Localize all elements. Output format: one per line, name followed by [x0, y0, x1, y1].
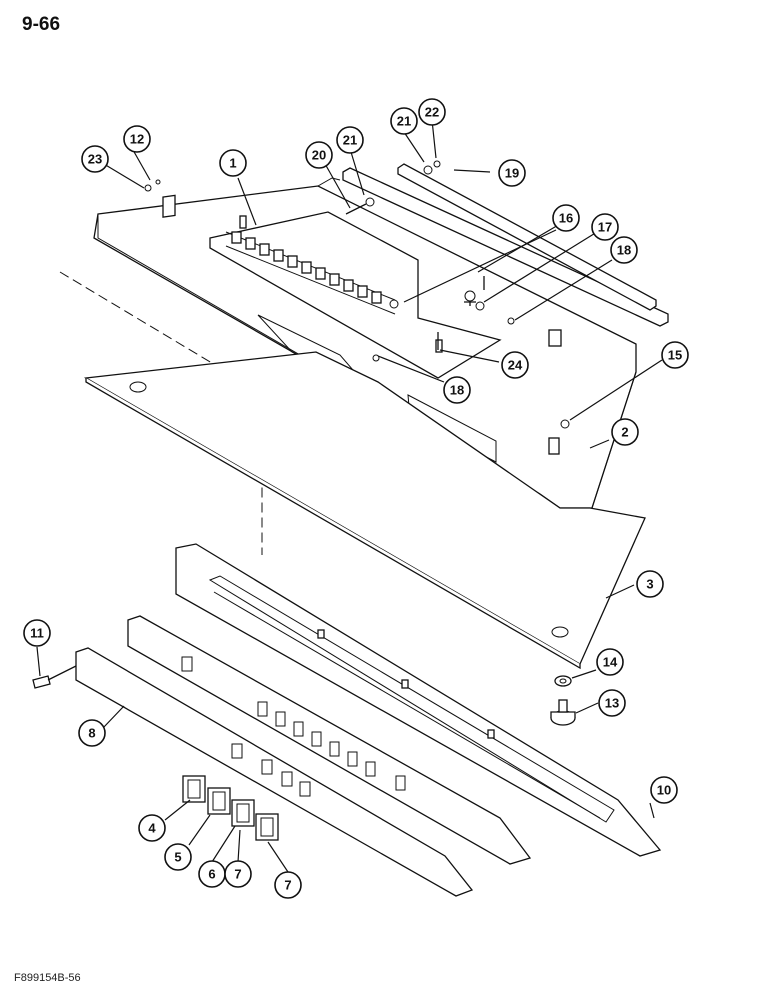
- panel-cutouts: [181, 656, 406, 797]
- callout-1: 1: [219, 149, 247, 177]
- svg-text:16: 16: [559, 211, 573, 226]
- callout-21b: 21: [390, 107, 418, 135]
- switch-5: [207, 787, 231, 815]
- svg-text:11: 11: [30, 626, 44, 641]
- svg-text:24: 24: [508, 358, 523, 373]
- callout-12: 12: [123, 125, 151, 153]
- floor-mat: [83, 351, 646, 670]
- callout-10: 10: [650, 776, 678, 804]
- svg-text:13: 13: [605, 696, 619, 711]
- callout-17: 17: [591, 213, 619, 241]
- callout-20: 20: [305, 141, 333, 169]
- svg-text:18: 18: [450, 383, 464, 398]
- callout-5: 5: [164, 843, 192, 871]
- svg-text:8: 8: [88, 726, 95, 741]
- callout-11: 11: [23, 619, 51, 647]
- callout-4: 4: [138, 814, 166, 842]
- callout-16: 16: [552, 204, 580, 232]
- svg-text:6: 6: [208, 867, 215, 882]
- callout-2: 2: [611, 418, 639, 446]
- callouts: 1 2 3 4 5 6 7 7 8 10 11 12 13 14 15 16 1…: [23, 98, 689, 899]
- svg-text:17: 17: [598, 220, 612, 235]
- svg-text:23: 23: [88, 152, 102, 167]
- svg-text:10: 10: [657, 783, 671, 798]
- callout-18a: 18: [610, 236, 638, 264]
- svg-text:12: 12: [130, 132, 144, 147]
- svg-text:4: 4: [148, 821, 156, 836]
- svg-text:21: 21: [343, 133, 357, 148]
- callout-7a: 7: [224, 860, 252, 888]
- callout-7b: 7: [274, 871, 302, 899]
- svg-text:20: 20: [312, 148, 326, 163]
- callout-8: 8: [78, 719, 106, 747]
- svg-text:14: 14: [603, 655, 618, 670]
- svg-text:2: 2: [621, 425, 628, 440]
- switch-6: [231, 799, 255, 827]
- switch-rack: [225, 215, 443, 353]
- callout-13: 13: [598, 689, 626, 717]
- lower-hardware: [32, 665, 576, 726]
- callout-6: 6: [198, 860, 226, 888]
- switch-4: [182, 775, 206, 803]
- callout-18b: 18: [443, 376, 471, 404]
- callout-24: 24: [501, 351, 529, 379]
- top-bracket: [342, 163, 669, 327]
- svg-text:3: 3: [646, 577, 653, 592]
- svg-text:7: 7: [234, 867, 241, 882]
- svg-text:21: 21: [397, 114, 411, 129]
- trim-bezel: [175, 543, 662, 857]
- switch-7: [255, 813, 279, 841]
- callout-15: 15: [661, 341, 689, 369]
- callout-19: 19: [498, 159, 526, 187]
- svg-text:7: 7: [284, 878, 291, 893]
- svg-text:22: 22: [425, 105, 439, 120]
- switch-panel: [75, 615, 532, 897]
- callout-3: 3: [636, 570, 664, 598]
- svg-text:1: 1: [229, 156, 236, 171]
- page-number: 9-66: [22, 14, 61, 35]
- hardware: [144, 160, 570, 429]
- callout-14: 14: [596, 648, 624, 676]
- switch-row: [231, 231, 382, 304]
- svg-text:5: 5: [174, 850, 181, 865]
- svg-text:19: 19: [505, 166, 519, 181]
- figure-id: F899154B-56: [14, 972, 81, 984]
- callout-22: 22: [418, 98, 446, 126]
- svg-text:18: 18: [617, 243, 631, 258]
- callout-21a: 21: [336, 126, 364, 154]
- rocker-switches: [182, 775, 279, 841]
- callout-23: 23: [81, 145, 109, 173]
- svg-text:15: 15: [668, 348, 682, 363]
